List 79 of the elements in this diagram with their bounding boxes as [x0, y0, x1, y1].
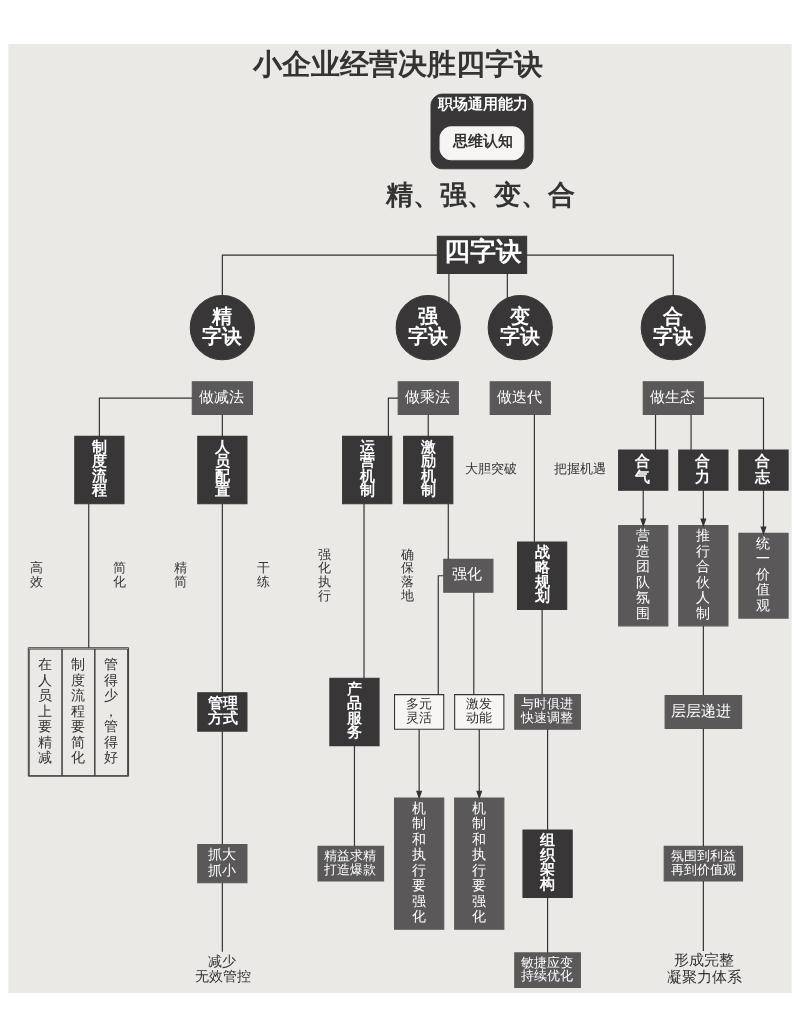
node-box: 多元灵活	[394, 693, 445, 730]
node-box: 强化	[443, 558, 494, 593]
connector	[353, 744, 356, 847]
connector	[526, 254, 674, 296]
arrow	[476, 728, 483, 800]
connector	[448, 272, 450, 303]
node-box: 做迭代	[489, 380, 551, 415]
connector	[702, 727, 704, 847]
node-box: 机制和执行要强化	[394, 797, 445, 930]
node-box: 合志	[738, 449, 789, 491]
node-box: 运营机制	[342, 435, 393, 504]
arrow	[416, 728, 423, 800]
node-box: 激励机制	[403, 435, 454, 504]
node-circle: 精字诀	[189, 294, 255, 360]
connector	[547, 896, 549, 953]
node-box: 统一价值观	[738, 532, 789, 619]
node-circle: 强字诀	[395, 294, 461, 360]
connector	[387, 397, 399, 437]
node-box: 做生态	[642, 380, 704, 415]
node-box: 管理方式	[197, 691, 248, 732]
label: 高效	[29, 559, 43, 589]
node-box: 做减法	[191, 380, 253, 415]
node-box: 做乘法	[397, 380, 459, 415]
label: 强化执行	[317, 546, 331, 603]
node-box: 机制和执行要强化	[454, 797, 505, 930]
label: 大胆突破	[464, 460, 517, 476]
connector	[690, 413, 692, 450]
connector	[427, 413, 429, 437]
diagram-title: 小企业经营决胜四字诀	[252, 46, 543, 81]
connector	[541, 608, 543, 695]
node-box: 战略规划	[516, 541, 568, 610]
node-box: 与时俱进快速调整	[514, 693, 581, 730]
connector	[547, 728, 549, 830]
connector	[533, 413, 535, 542]
connector	[221, 502, 223, 693]
node-text: 减少无效管控	[194, 952, 251, 984]
connector	[437, 574, 445, 695]
arrow	[700, 489, 707, 527]
connector	[221, 881, 223, 952]
connector	[88, 502, 90, 648]
node-circle: 合字诀	[640, 294, 706, 360]
node-box: 产品服务	[329, 677, 380, 746]
node-box: 层层递进	[664, 694, 743, 729]
connector	[702, 625, 704, 696]
arrow	[640, 489, 647, 527]
connector	[221, 413, 223, 437]
label: 简化	[113, 559, 127, 589]
node-box: 氛围到利益再到价值观	[663, 845, 744, 881]
node-box: 合气	[618, 449, 669, 491]
node-box: 敏捷应变持续优化	[514, 951, 581, 988]
connector	[98, 397, 193, 437]
connector	[221, 730, 223, 845]
label: 干练	[257, 559, 271, 589]
node-box: 激发动能	[454, 693, 505, 730]
connector	[654, 413, 657, 450]
connector	[703, 397, 765, 451]
node-circle: 变字诀	[487, 294, 553, 360]
connector	[363, 502, 365, 678]
node-text: 形成完整凝聚力体系	[667, 950, 743, 985]
node-box: 思维认知	[439, 125, 525, 160]
node-box: 营造团队氛围	[618, 524, 669, 626]
node-box: 制度流程	[74, 435, 125, 504]
node-box: 合力	[678, 449, 729, 491]
label: 精、强、变、合	[385, 178, 575, 210]
connector	[702, 879, 704, 952]
node-box: 精益求精打造爆款	[317, 845, 385, 881]
node-box: 四字诀	[436, 235, 528, 274]
label: 确保落地	[401, 546, 415, 603]
arrow	[760, 489, 767, 535]
node-box: 组织架构	[522, 828, 573, 898]
connector	[506, 272, 508, 299]
label: 把握机遇	[553, 460, 606, 476]
connector	[221, 254, 438, 296]
label: 精简	[173, 559, 187, 589]
node-box: 抓大抓小	[197, 843, 248, 883]
connector	[447, 502, 449, 560]
node-box: 推行合伙人制	[678, 524, 729, 626]
connector	[473, 591, 475, 695]
node-box: 人员配置	[197, 435, 248, 504]
